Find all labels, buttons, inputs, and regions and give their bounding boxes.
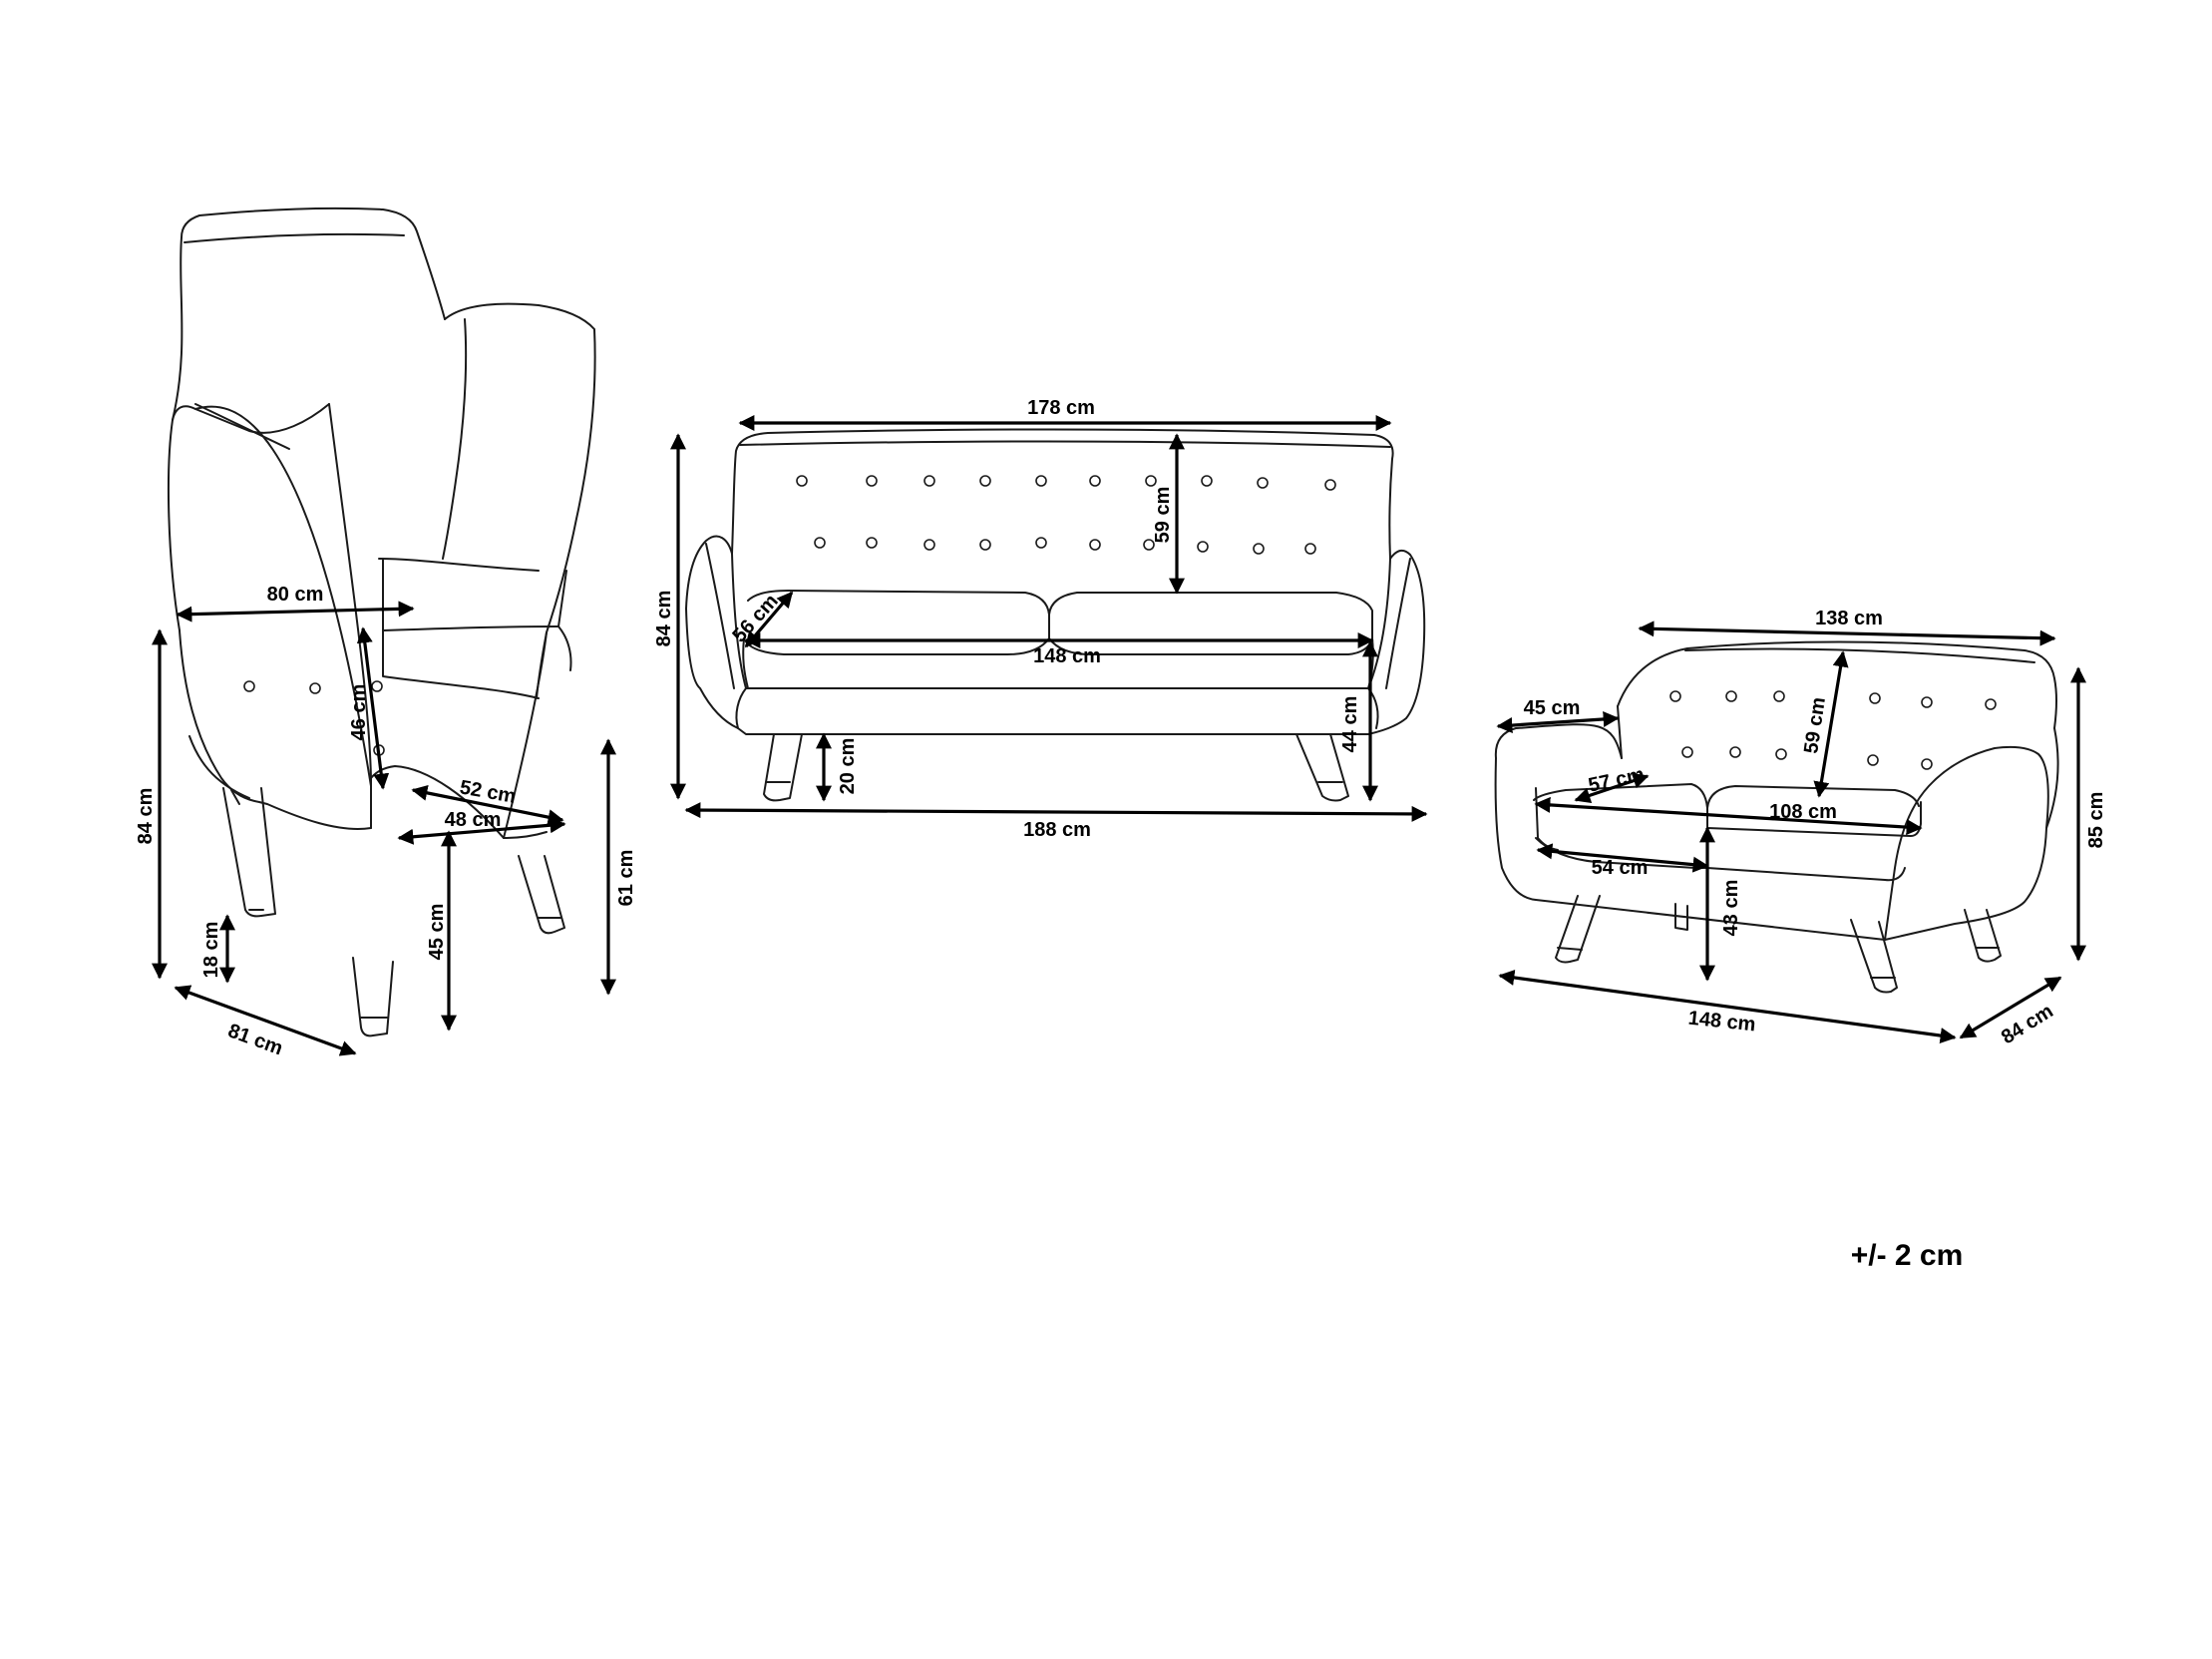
sofa3-top-width-label: 178 cm	[1027, 397, 1095, 419]
sofa3-button	[1257, 477, 1269, 489]
sofa2-seat-height-label: 43 cm	[1720, 880, 1742, 937]
sofa2-button	[1985, 698, 1997, 710]
tolerance-note: +/- 2 cm	[1851, 1239, 1964, 1272]
sofa2-arm-width-line	[1496, 710, 1620, 734]
sofa2-button	[1729, 746, 1741, 758]
sofa3-total-width-label: 188 cm	[1023, 819, 1091, 841]
sofa3-backrest-label: 59 cm	[1152, 487, 1174, 544]
sofa2-seat-width-label: 108 cm	[1769, 801, 1837, 823]
sofa3-button	[866, 475, 878, 487]
sofa3-button	[1253, 543, 1265, 555]
sofa2-top-width-label: 138 cm	[1815, 608, 1883, 629]
sofa2-backrest-line	[1813, 650, 1849, 798]
three-seater-buttons	[796, 475, 1336, 555]
armchair-arm-height-label: 61 cm	[615, 850, 637, 907]
sofa2-button	[1725, 690, 1737, 702]
sofa2-total-width-label: 148 cm	[1687, 1008, 1757, 1037]
sofa3-button	[923, 539, 935, 551]
sofa2-seat-width-line	[1534, 796, 1923, 836]
sofa2-height-label: 85 cm	[2085, 792, 2107, 849]
sofa2-backrest-label: 59 cm	[1800, 696, 1830, 755]
sofa2-button	[1773, 690, 1785, 702]
sofa3-button	[1089, 475, 1101, 487]
three-seater-drawing	[685, 428, 1426, 802]
armchair-button-1	[243, 680, 255, 692]
armchair-depth-line	[174, 985, 357, 1056]
sofa3-button	[1304, 543, 1316, 555]
sofa3-button	[1201, 475, 1213, 487]
sofa2-top-width-line	[1638, 621, 2056, 646]
two-seater-dimensions: 138 cm 45 cm 59 cm 57 cm 108 cm 54 cm 43…	[1496, 608, 2107, 1049]
sofa2-total-width-line	[1498, 970, 1957, 1043]
sofa3-button	[814, 537, 826, 549]
sofa3-seat-width-label: 148 cm	[1033, 645, 1101, 667]
two-seater-buttons	[1669, 690, 1997, 770]
sofa3-button	[1324, 479, 1336, 491]
sofa2-arm-width-label: 45 cm	[1524, 697, 1581, 719]
sofa2-seat-depth-top-line	[1574, 772, 1650, 804]
armchair-backrest-line	[356, 626, 390, 790]
sofa2-button	[1869, 692, 1881, 704]
armchair-backrest-label: 46 cm	[348, 684, 370, 741]
sofa2-depth-label: 84 cm	[1998, 1001, 2057, 1049]
sofa3-button	[1089, 539, 1101, 551]
sofa3-button	[1197, 541, 1209, 553]
sofa2-button	[1867, 754, 1879, 766]
sofa2-button	[1669, 690, 1681, 702]
sofa3-height-label: 84 cm	[653, 591, 675, 647]
sofa3-button	[1035, 475, 1047, 487]
sofa2-seat-depth-top-label: 57 cm	[1587, 763, 1647, 796]
armchair-height-label: 84 cm	[135, 788, 157, 845]
sofa2-button	[1921, 696, 1933, 708]
sofa3-leg-height-label: 20 cm	[837, 738, 859, 795]
sofa2-seat-depth-line	[1536, 843, 1709, 873]
armchair-seat-height-label: 45 cm	[426, 904, 448, 961]
armchair-width-line	[176, 601, 415, 622]
armchair-leg-height-label: 18 cm	[200, 922, 222, 979]
armchair-seat-width-line	[397, 817, 566, 845]
sofa3-button	[796, 475, 808, 487]
sofa2-button	[1921, 758, 1933, 770]
sofa2-button	[1775, 748, 1787, 760]
sofa3-button	[1035, 537, 1047, 549]
sofa3-total-width-line	[684, 802, 1428, 822]
sofa3-button	[979, 539, 991, 551]
armchair-button-2	[309, 682, 321, 694]
armchair-seat-width-label: 48 cm	[445, 809, 502, 831]
sofa3-seat-depth-label: 56 cm	[728, 591, 782, 647]
sofa3-seat-height-label: 44 cm	[1339, 696, 1361, 753]
sofa2-seat-depth-label: 54 cm	[1592, 857, 1649, 879]
sofa3-button	[1143, 539, 1155, 551]
three-seater-dimensions: 178 cm 84 cm 59 cm 56 cm 148 cm 44 cm 20…	[653, 397, 1428, 841]
sofa2-button	[1681, 746, 1693, 758]
armchair-dimensions: 80 cm 84 cm 81 cm 46 cm 52 cm 48 cm 45 c…	[135, 584, 637, 1059]
sofa3-button	[979, 475, 991, 487]
sofa3-button	[1145, 475, 1157, 487]
armchair-drawing	[167, 207, 596, 1037]
armchair-width-label: 80 cm	[267, 584, 324, 606]
sofa3-button	[866, 537, 878, 549]
sofa2-depth-line	[1959, 976, 2062, 1039]
armchair-button-3	[371, 680, 383, 692]
armchair-seat-top-line	[411, 784, 564, 826]
armchair-seat-top-label: 52 cm	[458, 776, 518, 808]
sofa3-button	[923, 475, 935, 487]
